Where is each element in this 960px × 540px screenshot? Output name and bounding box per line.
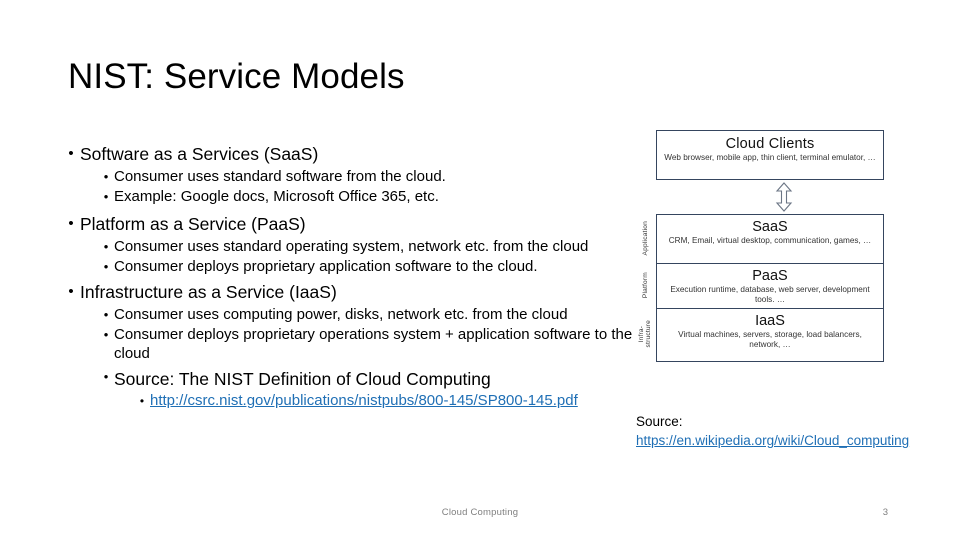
rail-label-platform: Platform [641,272,649,299]
cloud-clients-title: Cloud Clients [725,136,815,152]
bullet-paas: • Platform as a Service (PaaS) [62,212,637,236]
tier-iaas: IaaS Virtual machines, servers, storage,… [657,309,883,361]
bullet-marker-icon: • [68,145,74,162]
tier-rail-labels: Application Platform Infra- structure [634,214,656,360]
bullet-marker-icon: • [139,394,145,408]
service-model-stack: SaaS CRM, Email, virtual desktop, commun… [656,214,884,362]
tier-saas: SaaS CRM, Email, virtual desktop, commun… [657,215,883,264]
bullet-iaas-sub-2-label: Consumer deploys proprietary operations … [114,326,633,362]
bullet-marker-icon: • [103,189,109,204]
bullet-paas-sub-2: • Consumer deploys proprietary applicati… [98,257,637,277]
bullet-marker-icon: • [68,283,74,300]
tier-paas-subtitle: Execution runtime, database, web server,… [670,285,870,304]
bullet-paas-sub-1-label: Consumer uses standard operating system,… [114,238,589,255]
bullet-marker-icon: • [103,259,109,274]
tier-paas-title: PaaS [752,268,788,284]
bullet-paas-label: Platform as a Service (PaaS) [80,214,306,234]
cloud-clients-subtitle: Web browser, mobile app, thin client, te… [664,153,876,162]
bullet-saas-sub-2-label: Example: Google docs, Microsoft Office 3… [114,188,439,205]
bullet-marker-icon: • [103,369,109,384]
bullet-marker-icon: • [103,327,109,342]
bullet-paas-sub-2-label: Consumer deploys proprietary application… [114,258,538,275]
page-title: NIST: Service Models [68,57,405,96]
wikipedia-source-note: Source: https://en.wikipedia.org/wiki/Cl… [636,412,936,450]
bullet-marker-icon: • [103,307,109,322]
bullet-source-link-row: • http://csrc.nist.gov/publications/nist… [134,391,637,411]
footer-title: Cloud Computing [441,507,519,518]
content-body: • Software as a Services (SaaS) • Consum… [62,142,637,411]
bullet-iaas-sub-1-label: Consumer uses computing power, disks, ne… [114,306,568,323]
tier-saas-title: SaaS [752,219,788,235]
bullet-iaas: • Infrastructure as a Service (IaaS) [62,280,637,304]
bullet-saas: • Software as a Services (SaaS) [62,142,637,166]
tier-paas: PaaS Execution runtime, database, web se… [657,264,883,309]
bullet-iaas-sub-2: • Consumer deploys proprietary operation… [98,325,637,363]
cloud-clients-box: Cloud Clients Web browser, mobile app, t… [656,130,884,180]
bullet-iaas-label: Infrastructure as a Service (IaaS) [80,282,337,302]
bullet-saas-sub-1-label: Consumer uses standard software from the… [114,168,446,185]
bullet-iaas-sub-1: • Consumer uses computing power, disks, … [98,305,637,325]
bullet-marker-icon: • [68,215,74,232]
bullet-source: • Source: The NIST Definition of Cloud C… [98,367,637,391]
wikipedia-link[interactable]: https://en.wikipedia.org/wiki/Cloud_comp… [636,433,910,448]
bullet-source-label: Source: The NIST Definition of Cloud Com… [114,369,491,389]
nist-pdf-link[interactable]: http://csrc.nist.gov/publications/nistpu… [150,392,578,409]
double-headed-vertical-arrow-icon [775,182,793,212]
source-note-label: Source: [636,414,683,429]
connector-arrow [634,180,892,214]
rail-label-application: Application [641,221,649,256]
tier-iaas-title: IaaS [755,313,785,329]
bullet-marker-icon: • [103,169,109,184]
slide-number: 3 [882,507,888,518]
bullet-paas-sub-1: • Consumer uses standard operating syste… [98,237,637,257]
bullet-marker-icon: • [103,239,109,254]
tier-iaas-subtitle: Virtual machines, servers, storage, load… [678,330,862,349]
bullet-saas-label: Software as a Services (SaaS) [80,144,319,164]
bullet-saas-sub-1: • Consumer uses standard software from t… [98,167,637,187]
tier-saas-subtitle: CRM, Email, virtual desktop, communicati… [668,236,872,245]
rail-label-infrastructure: Infra- structure [638,320,652,348]
bullet-saas-sub-2: • Example: Google docs, Microsoft Office… [98,187,637,207]
